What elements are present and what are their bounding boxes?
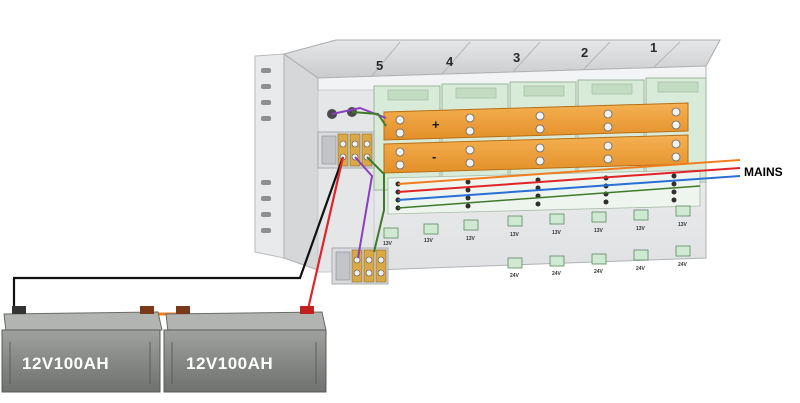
internal-wires [331, 106, 387, 259]
wire-purple-down [354, 156, 374, 259]
output-voltage-label: 13V [594, 228, 604, 234]
output-voltage-label: 24V [510, 273, 520, 279]
battery-1: 12V100AH [1, 306, 163, 393]
output-voltage-label: 13V [383, 241, 393, 247]
output-voltage-label: 13V [424, 238, 434, 244]
output-voltage-label: 13V [466, 236, 476, 242]
battery-cable-black [12, 156, 345, 310]
output-connector: 24V [507, 257, 523, 279]
wire-green [351, 111, 387, 127]
slot-number-4: 4 [446, 54, 454, 69]
output-voltage-label: 24V [678, 262, 688, 268]
mains-wire-blue [397, 175, 741, 201]
rack-top-dividers [371, 41, 681, 77]
output-connector: 24V [633, 249, 649, 272]
busbar-negative-label: - [432, 149, 436, 164]
output-voltage-label: 24V [636, 266, 646, 272]
mains-wire-green [397, 185, 701, 209]
output-connector: 13V [383, 227, 399, 247]
output-connector: 24V [549, 255, 565, 277]
mains-wires [397, 159, 741, 209]
ac-terminal-row [387, 169, 701, 215]
slot-numbers: 5 4 3 2 1 [376, 40, 657, 73]
output-connector: 13V [463, 219, 479, 242]
output-connector: 13V [591, 211, 607, 234]
rack-side-panel [283, 53, 319, 271]
busbar-positive-label: + [432, 117, 440, 132]
output-connectors-13v: 13V 13V 13V 13V 13V 13V 13V 13V [383, 205, 691, 247]
terminal-block-upper [317, 131, 375, 169]
output-connectors-24v: 24V 24V 24V 24V 24V [507, 245, 691, 279]
busbar-screws [395, 107, 681, 170]
mains-label: MAINS [744, 165, 783, 179]
output-voltage-label: 13V [552, 230, 562, 236]
mains-wire-red [397, 167, 741, 193]
battery-cable-red [304, 156, 345, 319]
output-connector: 24V [675, 245, 691, 268]
slot-number-1: 1 [650, 40, 657, 55]
slot-number-2: 2 [581, 45, 588, 60]
slot-number-3: 3 [513, 50, 520, 65]
output-voltage-label: 13V [510, 232, 520, 238]
terminal-panel [317, 89, 375, 273]
output-voltage-label: 13V [636, 226, 646, 232]
wire-green-down [366, 156, 385, 253]
output-connector: 13V [675, 205, 691, 228]
output-connector: 13V [549, 213, 565, 236]
output-connector: 13V [633, 209, 649, 232]
output-connector: 13V [423, 223, 439, 244]
mains-wire-orange [397, 159, 741, 185]
rack-ear-slots [261, 68, 271, 233]
output-connector: 24V [591, 253, 607, 275]
battery-1-label: 12V100AH [22, 354, 109, 373]
output-voltage-label: 24V [552, 271, 562, 277]
output-connector: 13V [507, 215, 523, 238]
output-voltage-label: 13V [678, 222, 688, 228]
terminal-block-lower [331, 247, 389, 285]
slot-number-5: 5 [376, 58, 383, 73]
battery-2-label: 12V100AH [186, 354, 273, 373]
output-voltage-label: 24V [594, 269, 604, 275]
battery-2: 12V100AH [163, 306, 327, 393]
